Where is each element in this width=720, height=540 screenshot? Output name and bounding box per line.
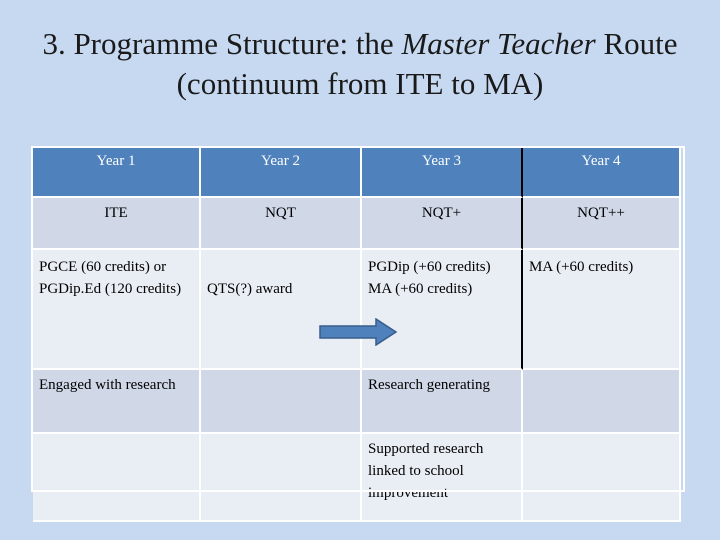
- table-row: ITE NQT NQT+ NQT++: [33, 198, 681, 250]
- table-cell: PGCE (60 credits) or PGDip.Ed (120 credi…: [33, 250, 201, 370]
- table-row: Supported research linked to school impr…: [33, 434, 681, 522]
- table-cell: NQT+: [362, 198, 523, 250]
- table-cell: QTS(?) award: [201, 250, 362, 370]
- title-italic-text: Master Teacher: [401, 26, 596, 61]
- table-cell: Engaged with research: [33, 370, 201, 434]
- header-year-2: Year 2: [201, 148, 362, 198]
- table-header-row: Year 1 Year 2 Year 3 Year 4: [33, 148, 681, 198]
- table-row: Engaged with research Research generatin…: [33, 370, 681, 434]
- title-text-2: Route (continuum from ITE to MA): [176, 26, 678, 101]
- header-year-3: Year 3: [362, 148, 523, 198]
- table-cell: [201, 370, 362, 434]
- table-cell: ITE: [33, 198, 201, 250]
- title-text-1: 3. Programme Structure: the: [42, 26, 402, 61]
- table-cell: NQT++: [523, 198, 681, 250]
- table-cell: NQT: [201, 198, 362, 250]
- table-cell: Research generating: [362, 370, 523, 434]
- slide-title: 3. Programme Structure: the Master Teach…: [40, 24, 680, 104]
- table-cell: [523, 434, 681, 522]
- programme-structure-table: Year 1 Year 2 Year 3 Year 4 ITE NQT NQT+…: [33, 148, 681, 522]
- table-row: PGCE (60 credits) or PGDip.Ed (120 credi…: [33, 250, 681, 370]
- header-year-4: Year 4: [523, 148, 681, 198]
- table-cell: [523, 370, 681, 434]
- table-cell: Supported research linked to school impr…: [362, 434, 523, 522]
- right-arrow-icon: [319, 318, 398, 346]
- table-cell: [33, 434, 201, 522]
- table-cell: [201, 434, 362, 522]
- table-cell: PGDip (+60 credits) MA (+60 credits): [362, 250, 523, 370]
- header-year-1: Year 1: [33, 148, 201, 198]
- table-cell: MA (+60 credits): [523, 250, 681, 370]
